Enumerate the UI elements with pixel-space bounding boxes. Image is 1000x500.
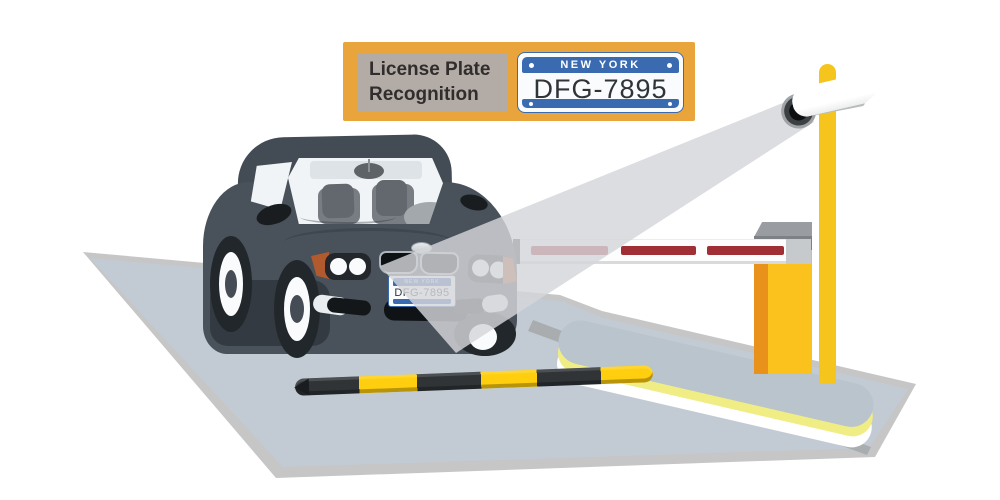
hood-crease	[284, 228, 454, 257]
barrier-post-cap-top	[754, 222, 812, 237]
plate-rivet	[668, 101, 672, 106]
barrier-arm-mount	[786, 239, 811, 264]
barrier-arm-stripe	[621, 246, 696, 255]
wiper	[300, 210, 396, 224]
sign-line1: License Plate	[369, 59, 491, 80]
rear-left-hub	[225, 270, 237, 298]
sign-plate-bottom-band	[522, 99, 679, 108]
front-left-hub	[290, 295, 304, 323]
sign-text-panel: License Plate Recognition	[358, 53, 508, 111]
lpr-sign: License Plate Recognition NEW YORK DFG-7…	[343, 42, 695, 121]
left-turn-signal	[311, 252, 329, 279]
plate-rivet	[667, 63, 672, 68]
plate-rivet	[529, 101, 533, 106]
plate-rivet	[529, 63, 534, 68]
right-headrest	[376, 180, 407, 216]
sign-license-plate: NEW YORK DFG-7895	[517, 52, 684, 113]
camera-pole	[819, 64, 836, 384]
mirror-stalk	[368, 159, 370, 172]
security-camera-icon	[776, 68, 889, 140]
car: NEW YORK DFG-7895	[198, 132, 520, 360]
left-headlight	[325, 253, 371, 280]
sign-plate-state: NEW YORK	[560, 59, 641, 71]
windshield	[288, 158, 443, 224]
headlight-lamp	[330, 258, 347, 275]
barrier-arm-stripe	[707, 246, 784, 255]
sign-line2: Recognition	[369, 84, 479, 105]
sign-plate-state-band: NEW YORK	[522, 57, 679, 73]
headlight-lamp	[349, 258, 366, 275]
camera-body	[789, 71, 880, 120]
barrier-post	[754, 250, 812, 374]
